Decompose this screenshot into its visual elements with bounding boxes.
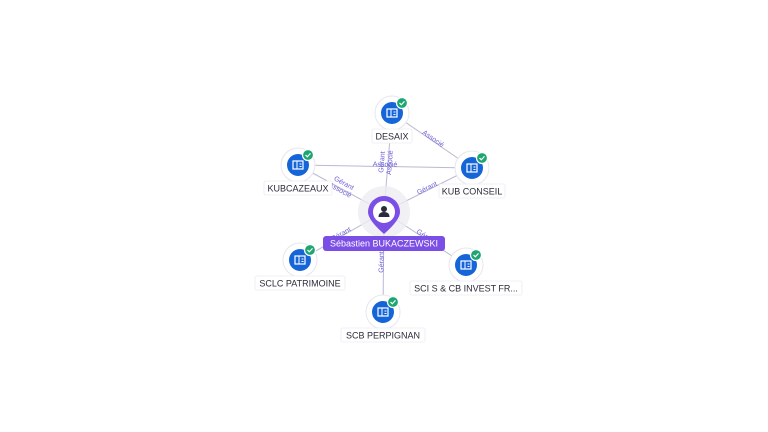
- person-label-background: [323, 236, 445, 251]
- relation-label: Associé: [421, 129, 445, 149]
- company-name: KUB CONSEIL: [442, 187, 503, 197]
- company-node-scb-perpignan[interactable]: SCB PERPIGNAN: [340, 294, 426, 343]
- company-name: KUBCAZEAUX: [267, 184, 328, 194]
- node-core: [455, 254, 477, 276]
- company-building-icon: [466, 163, 478, 173]
- company-name: SCI S & CB INVEST FR...: [414, 284, 518, 294]
- company-node-desaix[interactable]: DESAIX: [371, 95, 413, 144]
- company-node-sclc-patrimoine[interactable]: SCLC PATRIMOINE: [254, 242, 346, 291]
- node-label-background: [438, 183, 506, 199]
- relation-label: Associé: [386, 150, 395, 175]
- person-node[interactable]: Sébastien BUKACZEWSKI: [323, 186, 445, 251]
- company-building-icon: [292, 160, 304, 170]
- company-node-kubcazeaux[interactable]: KUBCAZEAUX: [263, 147, 333, 196]
- verified-check-icon: [301, 148, 315, 162]
- verified-check-icon: [395, 96, 409, 110]
- relation-label: Gérant: [378, 251, 385, 273]
- verified-check-icon: [303, 243, 317, 257]
- company-building-icon: [386, 108, 398, 118]
- node-label-background: [254, 275, 346, 291]
- node-core: [289, 249, 311, 271]
- verified-check-icon: [386, 295, 400, 309]
- node-core: [381, 102, 403, 124]
- company-building-icon: [294, 255, 306, 265]
- relation-label: Gérant: [378, 151, 387, 173]
- relation-label: Gérant: [416, 181, 438, 197]
- person-icon: [378, 206, 390, 217]
- node-core: [461, 157, 483, 179]
- verified-check-icon: [475, 151, 489, 165]
- company-node-sci-sb-invest[interactable]: SCI S & CB INVEST FR...: [409, 247, 523, 296]
- relation-edge: [297, 164, 473, 169]
- company-building-icon: [377, 307, 389, 317]
- node-label-background: [409, 280, 523, 296]
- verified-check-icon: [469, 248, 483, 262]
- node-core: [372, 301, 394, 323]
- node-label-background: [263, 180, 333, 196]
- company-building-icon: [460, 260, 472, 270]
- node-core: [287, 154, 309, 176]
- company-node-kub-conseil[interactable]: KUB CONSEIL: [438, 150, 506, 199]
- node-label-background: [371, 128, 413, 144]
- company-name: DESAIX: [375, 132, 408, 142]
- company-name: SCLC PATRIMOINE: [259, 279, 340, 289]
- relation-label: Associé: [373, 161, 398, 168]
- node-label-background: [340, 327, 426, 343]
- company-name: SCB PERPIGNAN: [346, 331, 420, 341]
- person-name: Sébastien BUKACZEWSKI: [330, 239, 438, 249]
